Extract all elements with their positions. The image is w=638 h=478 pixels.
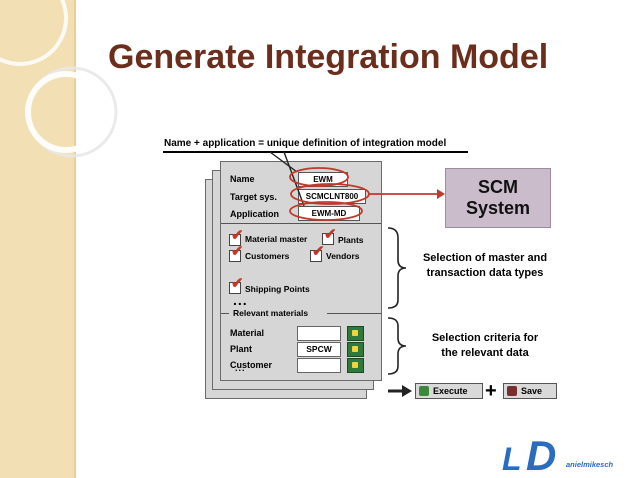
save-button[interactable]: Save: [503, 383, 557, 399]
logo-text: anielmikesch: [566, 460, 614, 469]
slide-title: Generate Integration Model: [108, 38, 549, 76]
material-master-label: Material master: [245, 234, 308, 244]
customer-label: Customer: [230, 360, 273, 370]
plants-checkbox[interactable]: [322, 233, 334, 245]
material-label: Material: [230, 328, 265, 338]
more-types-ellipsis: ...: [233, 292, 248, 308]
save-icon: [507, 386, 517, 396]
section-divider-right: [327, 313, 381, 314]
target-sys-label: Target sys.: [230, 192, 277, 202]
value-help-icon[interactable]: [347, 342, 364, 357]
vendors-label: Vendors: [326, 251, 360, 261]
decorative-strip: [0, 0, 74, 478]
plant-label: Plant: [230, 344, 253, 354]
customers-checkbox[interactable]: [229, 250, 241, 262]
shipping-points-checkbox[interactable]: [229, 282, 241, 294]
plant-input[interactable]: SPCW: [297, 342, 341, 357]
plus-sign: +: [485, 380, 497, 402]
application-label: Application: [230, 209, 279, 219]
check-icon: ✔: [231, 227, 244, 244]
save-label: Save: [521, 386, 543, 396]
value-help-icon[interactable]: [347, 326, 364, 341]
decorative-strip-edge: [74, 0, 76, 478]
plants-label: Plants: [338, 235, 364, 245]
heading-underline: [163, 151, 468, 153]
header-divider: [221, 223, 381, 224]
master-data-note: Selection of master and transaction data…: [422, 252, 548, 279]
check-icon: ✔: [231, 243, 244, 260]
execute-icon: [419, 386, 429, 396]
shipping-points-label: Shipping Points: [245, 284, 310, 294]
name-label: Name: [230, 174, 255, 184]
criteria-note: Selection criteria for the relevant data: [431, 332, 539, 359]
customers-label: Customers: [245, 251, 290, 261]
scm-system-label: SCM System: [465, 177, 531, 218]
check-icon: ✔: [312, 243, 325, 260]
check-icon: ✔: [231, 275, 244, 292]
check-icon: ✔: [324, 226, 337, 243]
scm-system-box: SCM System: [445, 168, 551, 228]
vendors-checkbox[interactable]: [310, 250, 322, 262]
material-input[interactable]: [297, 326, 341, 341]
relevant-materials-label: Relevant materials: [233, 308, 309, 318]
execute-label: Execute: [433, 386, 468, 396]
customer-input[interactable]: [297, 358, 341, 373]
diagram-heading: Name + application = unique definition o…: [164, 138, 447, 149]
logo-letter-d: D: [526, 434, 556, 474]
material-master-checkbox[interactable]: [229, 234, 241, 246]
logo-mark: L D: [502, 434, 556, 474]
value-help-icon[interactable]: [347, 358, 364, 373]
logo-letter-l: L: [502, 441, 522, 474]
more-criteria-ellipsis: ...: [235, 363, 246, 373]
decorative-circles: [0, 0, 118, 158]
execute-button[interactable]: Execute: [415, 383, 483, 399]
section-divider-left: [221, 313, 229, 314]
